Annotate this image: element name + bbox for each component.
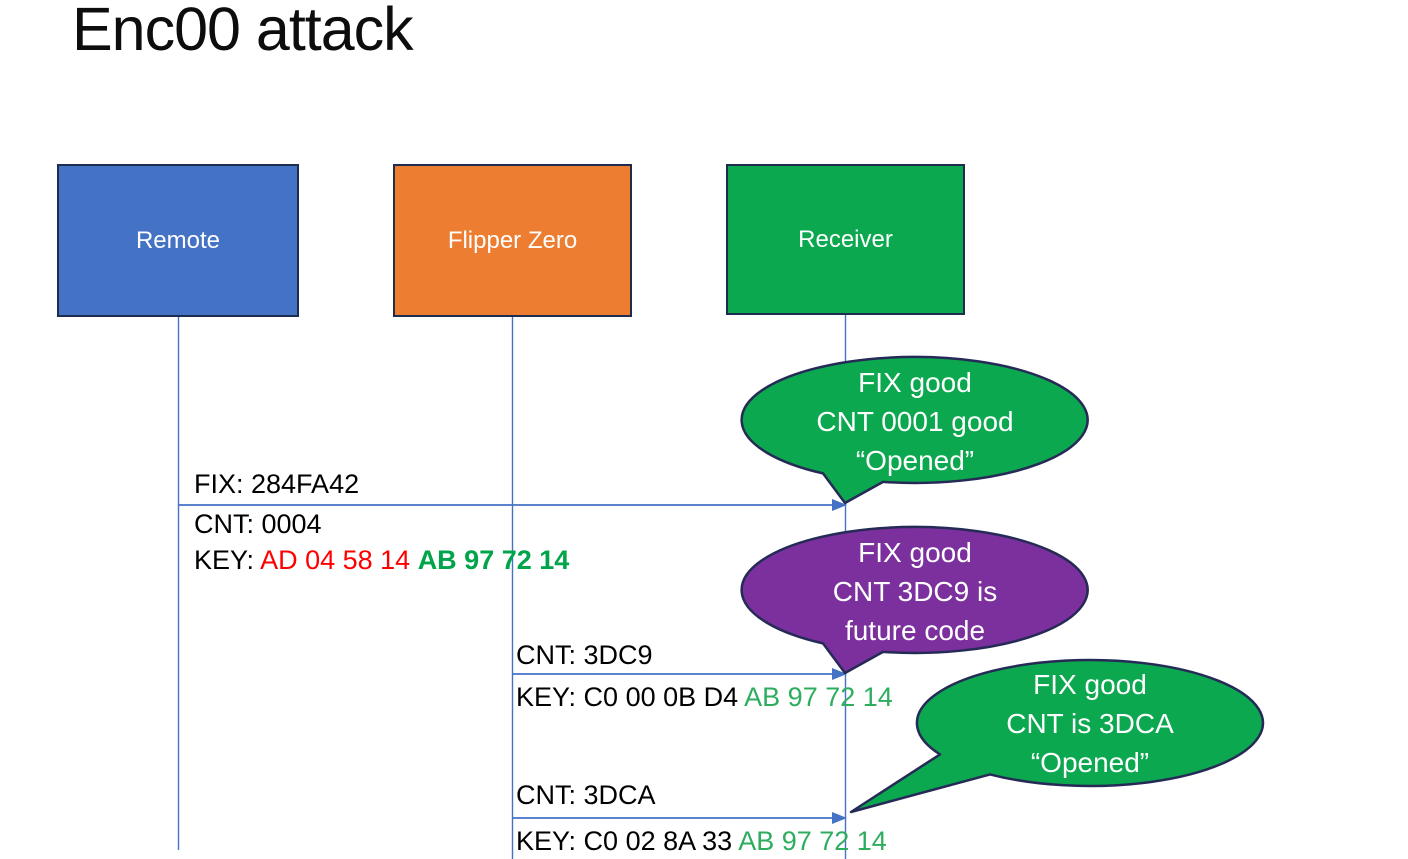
message2-key-label: KEY: C0 00 0B D4 AB 97 72 14: [516, 682, 893, 712]
message2-arrowhead-icon: [832, 668, 847, 680]
callout1-line1: FIX good: [858, 366, 972, 398]
callout3-line2: CNT is 3DCA: [1006, 707, 1174, 739]
message3-key-label: KEY: C0 02 8A 33 AB 97 72 14: [516, 826, 887, 856]
message3-key-green-bytes: AB 97 72 14: [738, 826, 887, 856]
message2-key-green-bytes: AB 97 72 14: [744, 682, 893, 712]
message2-key-prefix: KEY:: [516, 682, 584, 712]
actor-box-flipper-zero: Flipper Zero: [393, 164, 632, 317]
message3-arrowhead-icon: [832, 812, 847, 824]
message3-key-prefix: KEY:: [516, 826, 584, 856]
page-title: Enc00 attack: [72, 0, 414, 63]
callout1-line2: CNT 0001 good: [816, 405, 1014, 437]
message3-key-black-bytes: C0 02 8A 33: [583, 826, 739, 856]
callout-bubble-1: [740, 355, 1089, 505]
message2-cnt-label: CNT: 3DC9: [516, 640, 653, 670]
message1-arrowhead-icon: [832, 499, 847, 511]
actor-box-receiver: Receiver: [726, 164, 965, 315]
actor-box-remote: Remote: [57, 164, 299, 317]
callout3-line3: “Opened”: [1030, 746, 1150, 778]
actor-label-receiver: Receiver: [798, 225, 893, 253]
actor-label-flipper-zero: Flipper Zero: [447, 226, 578, 254]
message1-fix-label: FIX: 284FA42: [194, 469, 360, 499]
callout1-text: FIX good CNT 0001 good “Opened”: [742, 359, 1088, 483]
callout2-line1: FIX good: [858, 536, 972, 568]
callout-bubble-2: [740, 525, 1089, 675]
callout2-line2: CNT 3DC9 is: [832, 575, 998, 607]
callout-bubble-3: [849, 658, 1265, 814]
callout2-line3: future code: [844, 614, 986, 646]
message1-key-prefix: KEY:: [194, 545, 261, 575]
callout3-line1: FIX good: [1033, 668, 1147, 700]
callout1-line3: “Opened”: [855, 444, 975, 476]
message2-key-black-bytes: C0 00 0B D4: [583, 682, 745, 712]
message1-key-label: KEY: AD 04 58 14 AB 97 72 14: [194, 545, 569, 575]
callout3-text: FIX good CNT is 3DCA “Opened”: [917, 661, 1263, 785]
callout2-text: FIX good CNT 3DC9 is future code: [742, 529, 1088, 653]
message3-cnt-label: CNT: 3DCA: [516, 780, 656, 810]
actor-label-remote: Remote: [135, 226, 221, 254]
message1-key-green-bytes: AB 97 72 14: [417, 545, 570, 575]
message1-cnt-label: CNT: 0004: [194, 509, 322, 539]
message1-key-red-bytes: AD 04 58 14: [260, 545, 418, 575]
